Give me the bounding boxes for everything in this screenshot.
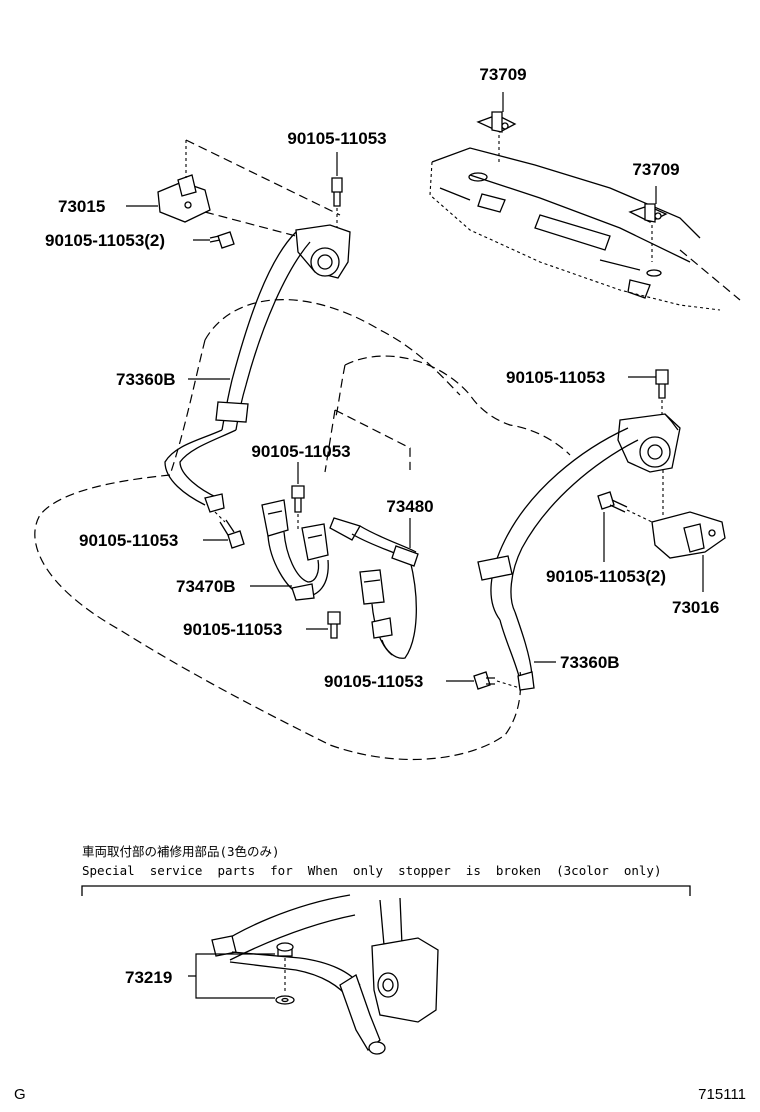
footer-left-code: G (14, 1086, 26, 1103)
clip-73709-top (476, 111, 517, 133)
note-english: Special service parts for When only stop… (82, 863, 661, 878)
bolt-90105-center (291, 485, 305, 513)
label-90105-a: 90105-11053 (287, 129, 386, 148)
note-japanese: 車両取付部の補修用部品(3色のみ) (82, 844, 280, 859)
stopper-assembly-73219 (211, 894, 439, 1055)
label-73709-mid: 73709 (632, 160, 679, 179)
bolt-90105-left-upper (209, 231, 235, 249)
label-90105-c: 90105-11053 (79, 531, 178, 550)
clip-73709-mid (628, 203, 668, 223)
bolt-90105-bottom (473, 671, 495, 690)
center-buckle-73470B (261, 499, 329, 601)
right-belt-73360B (477, 413, 681, 691)
label-90105-d: 90105-11053 (251, 442, 350, 461)
leader-dotted-90105-g (496, 680, 521, 689)
leader-73219 (188, 953, 275, 999)
label-73015: 73015 (58, 197, 105, 216)
buckle-73480 (329, 517, 419, 659)
label-90105-e: 90105-11053 (183, 620, 282, 639)
label-73360B-left: 73360B (116, 370, 176, 389)
label-73360B-right: 73360B (560, 653, 620, 672)
label-90105-h: 90105-11053(2) (546, 567, 666, 586)
bracket-73016 (651, 470, 726, 559)
label-90105-g: 90105-11053 (324, 672, 423, 691)
bracket-73015 (157, 139, 341, 246)
bolt-90105-lower-left (219, 519, 245, 549)
label-73480: 73480 (386, 497, 433, 516)
diagram-number: 715111 (698, 1086, 746, 1103)
leader-dotted-90105-c (214, 511, 226, 523)
bolt-90105-lower-center (327, 611, 341, 639)
label-73709-top: 73709 (479, 65, 526, 84)
bolt-90105-top-center (331, 177, 343, 207)
label-90105-f: 90105-11053 (506, 368, 605, 387)
special-service-box (81, 885, 691, 896)
rear-seat-outline (34, 299, 571, 761)
left-belt-73360B (164, 224, 351, 513)
leader-dotted-90105-h (626, 509, 653, 523)
bolt-90105-right-lower (597, 491, 628, 513)
label-90105-b: 90105-11053(2) (45, 231, 165, 250)
label-73470B: 73470B (176, 577, 236, 596)
package-tray (429, 147, 741, 311)
bolt-90105-right-upper (655, 369, 669, 399)
label-73219: 73219 (125, 968, 172, 987)
label-73016: 73016 (672, 598, 719, 617)
